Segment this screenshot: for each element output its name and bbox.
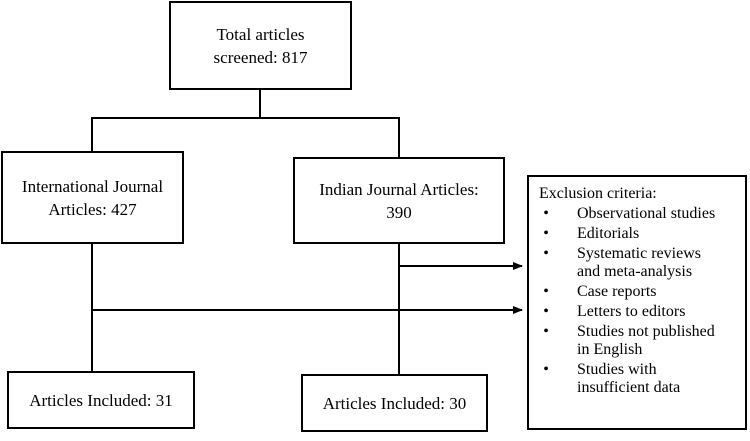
bullet-icon: • [543,283,549,300]
exclusion-criteria-item-text: Case reports [577,283,657,300]
exclusion-criteria-item-text: and meta-analysis [577,263,693,280]
exclusion-criteria-item: • Letters to editors [539,303,739,321]
exclusion-criteria-item: • Editorials [539,225,739,243]
bullet-icon: • [543,225,549,242]
indian-included-text: Articles Included: 30 [322,393,467,413]
bullet-icon: • [543,303,549,320]
exclusion-criteria-item-text: in English [577,341,643,358]
exclusion-criteria-item-text: insufficient data [577,379,681,396]
bullet-icon: • [543,205,549,222]
international-journal-line2: Articles: 427 [48,199,137,219]
exclusion-criteria-title: Exclusion criteria: [539,185,657,202]
total-articles-line2: screened: 817 [213,47,308,67]
bullet-icon: • [543,361,549,378]
indian-journal-line2: 390 [386,202,412,222]
bullet-icon: • [543,245,549,262]
total-articles-line1: Total articles [216,24,305,44]
exclusion-criteria-item-text: Studies with [577,361,657,378]
international-journal-line1: International Journal [21,176,164,196]
exclusion-criteria-item-text: Observational studies [577,205,716,222]
exclusion-criteria-item-text: Systematic reviews [577,245,701,262]
exclusion-criteria-item: • Case reports [539,283,739,301]
indian-journal-line1: Indian Journal Articles: [319,179,479,199]
exclusion-criteria-item-text: Letters to editors [577,303,686,320]
international-included-text: Articles Included: 31 [29,390,173,410]
international-included-box: Articles Included: 31 [7,371,195,429]
international-journal-box: International Journal Articles: 427 [1,151,184,244]
indian-included-box: Articles Included: 30 [301,374,488,432]
bullet-icon: • [543,323,549,340]
exclusion-criteria-list: • Observational studies • Editorials • System… [539,205,739,397]
exclusion-criteria-item-text: Studies not published [577,323,715,340]
total-articles-box: Total articles screened: 817 [169,1,352,90]
exclusion-criteria-item: • Observational studies [539,205,739,223]
exclusion-criteria-item-text: Editorials [577,225,640,242]
indian-journal-box: Indian Journal Articles: 390 [293,157,505,244]
exclusion-criteria-box: Exclusion criteria: • Observational studi… [527,175,747,430]
